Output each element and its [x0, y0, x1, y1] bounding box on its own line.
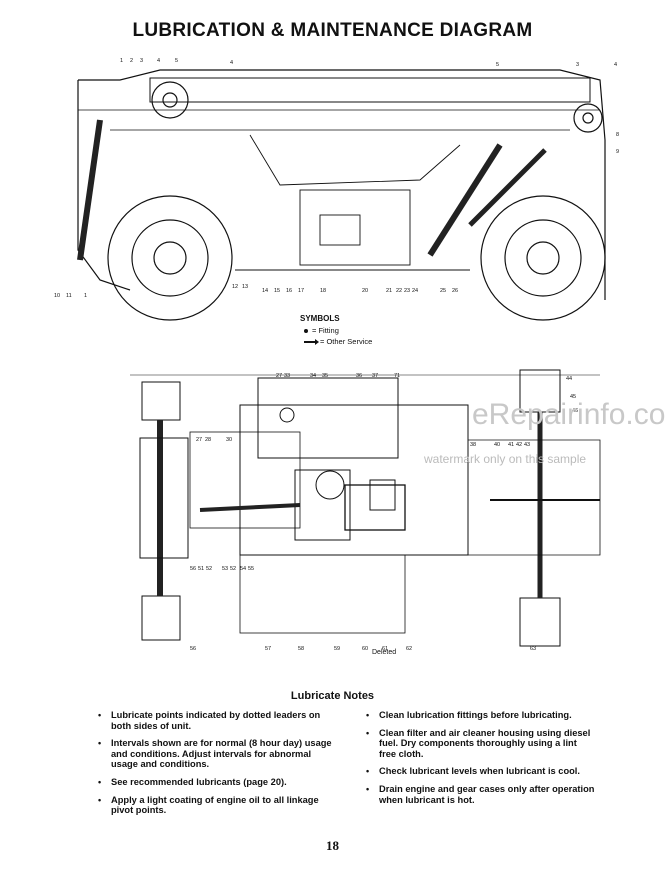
svg-text:55: 55 — [248, 566, 254, 572]
list-item: •Clean filter and air cleaner housing us… — [366, 727, 591, 759]
symbol-fitting-label: = Fitting — [312, 326, 339, 335]
svg-text:56: 56 — [190, 566, 196, 572]
bullet-icon: • — [98, 794, 102, 805]
svg-text:43: 43 — [524, 442, 530, 448]
list-item: •Check lubricant levels when lubricant i… — [366, 766, 580, 777]
svg-text:58: 58 — [298, 646, 304, 652]
svg-text:18: 18 — [320, 288, 326, 294]
top-view — [130, 369, 601, 647]
svg-text:54: 54 — [240, 566, 246, 572]
svg-text:5: 5 — [496, 62, 499, 68]
svg-text:16: 16 — [286, 288, 292, 294]
symbol-other-service: = Other Service — [304, 337, 372, 346]
svg-text:4: 4 — [157, 58, 160, 64]
svg-text:1: 1 — [120, 58, 123, 64]
side-view — [77, 69, 606, 321]
svg-text:9: 9 — [616, 149, 619, 155]
bullet-icon: • — [98, 710, 102, 720]
bullet-icon: • — [366, 727, 370, 738]
symbols-legend: SYMBOLS = Fitting = Other Service — [300, 314, 372, 346]
svg-text:30: 30 — [226, 437, 232, 443]
svg-text:71: 71 — [394, 373, 400, 379]
svg-text:3: 3 — [140, 58, 143, 64]
list-item: •Drain engine and gear cases only after … — [366, 783, 595, 805]
svg-text:63: 63 — [530, 646, 536, 652]
notes-right-column: •Clean lubrication fittings before lubri… — [366, 710, 596, 812]
svg-text:34: 34 — [310, 373, 316, 379]
bullet-icon: • — [366, 766, 370, 777]
svg-text:14: 14 — [262, 288, 268, 294]
svg-text:26: 26 — [452, 288, 458, 294]
svg-text:36: 36 — [356, 373, 362, 379]
fitting-dot-icon — [304, 328, 308, 333]
list-item: •Clean lubrication fittings before lubri… — [366, 710, 572, 720]
svg-text:52: 52 — [206, 566, 212, 572]
svg-text:11: 11 — [66, 293, 72, 299]
watermark-subtext: watermark only on this sample — [424, 452, 587, 466]
svg-text:61: 61 — [382, 646, 388, 652]
bullet-icon: • — [98, 776, 102, 787]
svg-text:60: 60 — [362, 646, 368, 652]
svg-text:4: 4 — [230, 60, 233, 66]
svg-text:24: 24 — [412, 288, 418, 294]
list-item: •Lubricate points indicated by dotted le… — [98, 710, 321, 731]
svg-text:44: 44 — [566, 376, 572, 382]
svg-text:17: 17 — [298, 288, 304, 294]
svg-text:2: 2 — [130, 58, 133, 64]
bullet-icon: • — [98, 738, 102, 749]
svg-text:45: 45 — [570, 394, 576, 400]
svg-text:3: 3 — [576, 62, 579, 68]
svg-text:27: 27 — [276, 373, 282, 379]
svg-text:46: 46 — [572, 408, 578, 414]
list-item: •Intervals shown are for normal (8 hour … — [98, 738, 332, 770]
svg-text:15: 15 — [274, 288, 280, 294]
svg-text:27: 27 — [196, 437, 202, 443]
svg-text:4: 4 — [614, 62, 617, 68]
svg-text:8: 8 — [616, 132, 619, 138]
svg-text:37: 37 — [372, 373, 378, 379]
svg-text:40: 40 — [494, 442, 500, 448]
svg-text:20: 20 — [362, 288, 368, 294]
bullet-icon: • — [366, 783, 370, 794]
symbol-other-service-label: = Other Service — [320, 337, 373, 346]
symbol-fitting: = Fitting — [304, 326, 372, 335]
svg-text:1: 1 — [84, 293, 87, 299]
svg-text:35: 35 — [322, 373, 328, 379]
svg-text:62: 62 — [406, 646, 412, 652]
svg-text:51: 51 — [198, 566, 204, 572]
svg-text:13: 13 — [242, 284, 248, 290]
notes-title: Lubricate Notes — [290, 690, 375, 702]
svg-text:56: 56 — [190, 646, 196, 652]
svg-text:59: 59 — [334, 646, 340, 652]
svg-text:57: 57 — [265, 646, 271, 652]
symbols-heading: SYMBOLS — [300, 314, 340, 323]
svg-text:12: 12 — [232, 284, 238, 290]
bullet-icon: • — [366, 710, 370, 720]
svg-text:25: 25 — [440, 288, 446, 294]
svg-text:10: 10 — [54, 293, 60, 299]
svg-text:33: 33 — [284, 373, 290, 379]
svg-text:28: 28 — [205, 437, 211, 443]
page-number: 18 — [326, 838, 339, 853]
notes-left-column: •Lubricate points indicated by dotted le… — [98, 710, 338, 823]
watermark-text: eRepairinfo.com — [472, 398, 665, 431]
svg-text:42: 42 — [516, 442, 522, 448]
svg-text:53: 53 — [222, 566, 228, 572]
svg-text:23: 23 — [404, 288, 410, 294]
list-item: •Apply a light coating of engine oil to … — [98, 794, 319, 816]
list-item: •See recommended lubricants (page 20). — [98, 776, 287, 787]
deleted-label: Deleted — [372, 649, 397, 656]
svg-text:38: 38 — [470, 442, 476, 448]
svg-text:22: 22 — [396, 288, 402, 294]
other-service-arrow-icon — [304, 338, 319, 345]
svg-text:41: 41 — [508, 442, 514, 448]
svg-text:21: 21 — [386, 288, 392, 294]
page-title: LUBRICATION & MAINTENANCE DIAGRAM — [132, 20, 533, 41]
svg-text:52: 52 — [230, 566, 236, 572]
svg-text:5: 5 — [175, 58, 178, 64]
